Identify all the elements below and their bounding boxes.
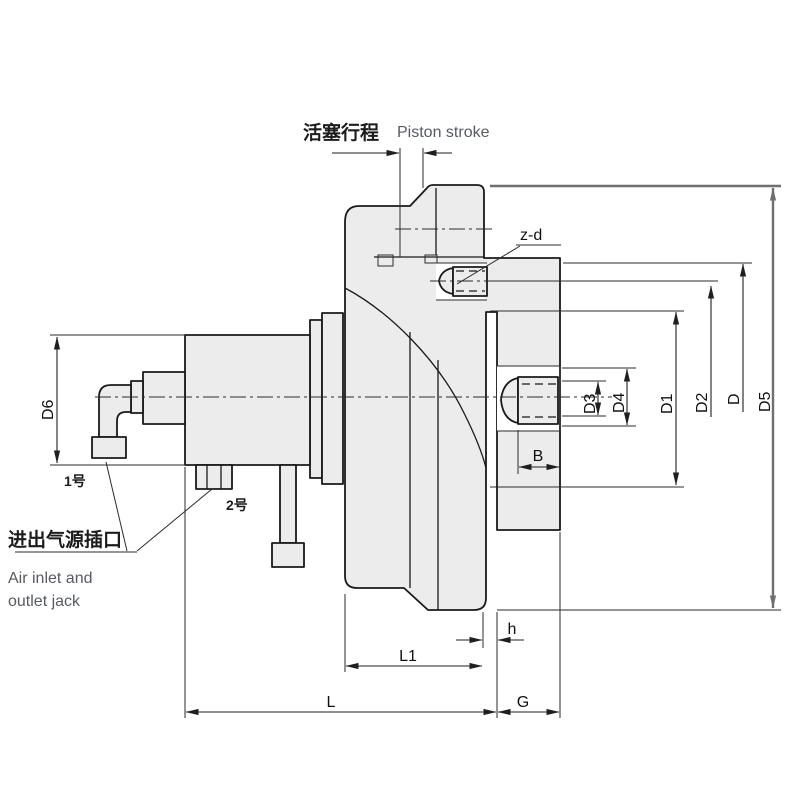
center-bolt-head bbox=[500, 377, 519, 424]
piston-stroke-label-zh: 活塞行程 bbox=[303, 121, 379, 144]
air-jack-label-en-1: Air inlet and bbox=[8, 570, 93, 587]
elbow-nut bbox=[91, 436, 127, 459]
air-distributor-body bbox=[184, 334, 311, 466]
dim-d5-label: D5 bbox=[757, 391, 774, 412]
center-bolt-body bbox=[517, 376, 559, 425]
bell-curve bbox=[344, 287, 487, 469]
air-jack-label-en-2: outlet jack bbox=[8, 593, 81, 610]
dim-d-label: D bbox=[726, 393, 743, 405]
stop-foot bbox=[271, 542, 305, 568]
centerlines bbox=[95, 228, 612, 398]
seal-notch bbox=[377, 254, 394, 267]
zd-label: z-d bbox=[520, 227, 542, 244]
dimension-lines bbox=[53, 149, 777, 716]
hex-plug bbox=[195, 464, 233, 490]
dim-d6-label: D6 bbox=[40, 399, 57, 420]
dim-l1-label: L1 bbox=[399, 648, 417, 665]
shaft-ring-outer bbox=[309, 319, 323, 479]
air-jack-leader-2 bbox=[136, 488, 213, 552]
port1-label: 1号 bbox=[64, 473, 86, 489]
center-bolt bbox=[497, 365, 561, 432]
dim-g-label: G bbox=[517, 694, 529, 711]
extension-lines bbox=[50, 148, 781, 718]
dim-b-label: B bbox=[533, 448, 544, 465]
elbow-fitting bbox=[98, 384, 132, 438]
dim-d1-label: D1 bbox=[659, 393, 676, 414]
air-jack-label-zh: 进出气源插口 bbox=[8, 528, 122, 551]
dim-d3-label: D3 bbox=[582, 393, 599, 414]
dim-l-label: L bbox=[327, 694, 336, 711]
piston-stroke-label-en: Piston stroke bbox=[397, 124, 490, 141]
dim-d2-label: D2 bbox=[694, 392, 711, 413]
seal-notch bbox=[424, 254, 438, 264]
dim-d4-label: D4 bbox=[611, 392, 628, 413]
stop-stem bbox=[279, 464, 297, 544]
shaft-ring-inner bbox=[321, 312, 344, 485]
zd-leader bbox=[456, 245, 521, 285]
port2-label: 2号 bbox=[226, 497, 248, 513]
labels: 活塞行程 Piston stroke z-d D6 D3 D4 D1 D2 D … bbox=[8, 121, 774, 711]
dim-h-label: h bbox=[508, 621, 517, 638]
air-jack-leader-1 bbox=[105, 461, 128, 552]
leader-lines bbox=[15, 244, 561, 553]
inlet-fitting bbox=[142, 371, 186, 425]
